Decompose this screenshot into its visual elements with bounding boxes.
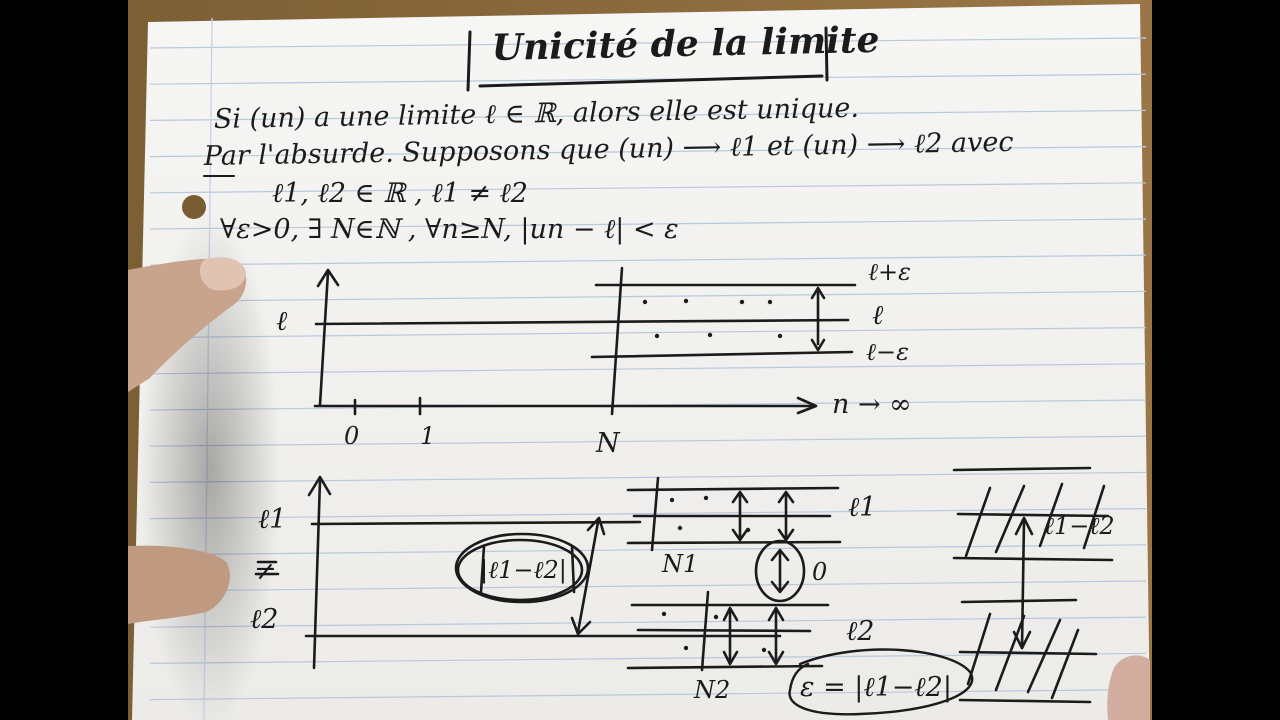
graph-1-upper-band-label: ℓ+ε [868, 258, 911, 286]
ruled-line [149, 327, 1147, 339]
epsilon-choice-loop [788, 648, 974, 716]
pointing-finger [128, 258, 247, 392]
side-gap-label: ℓ1−ℓ2 [1044, 512, 1115, 540]
graph-1-mid-band-label: ℓ [872, 300, 884, 331]
ruled-line [149, 218, 1147, 230]
graph-1-tick-0: 0 [344, 422, 359, 450]
graph-2-sequence-points [661, 495, 767, 653]
graph-2-tick-N2: N2 [693, 676, 730, 704]
ruled-line [149, 37, 1147, 49]
graph-2-overlap-label: 0 [812, 558, 827, 586]
graph-1-axes [313, 266, 857, 416]
graph-2-gap-label: |ℓ1−ℓ2| [480, 556, 567, 585]
graph-2-tick-N1: N1 [661, 550, 698, 578]
ruled-line [149, 109, 1147, 121]
ruled-line [149, 689, 1147, 701]
ruled-line [149, 254, 1147, 266]
ruled-lines [149, 37, 1147, 701]
graph-2-band-l1: ℓ1 [848, 492, 876, 523]
ruled-line [149, 146, 1147, 158]
ruled-line [149, 73, 1147, 85]
ruled-line [149, 182, 1147, 194]
graph-1-tick-N: N [595, 428, 621, 459]
hypothesis-line: ℓ1, ℓ2 ∈ ℝ , ℓ1 ≠ ℓ2 [272, 178, 528, 209]
epsilon-choice: ε = |ℓ1−ℓ2| [800, 672, 952, 703]
graph-1-y-label: ℓ [276, 306, 288, 337]
limit-definition: ∀ε>0, ∃ N∈ℕ , ∀n≥N, |un − ℓ| < ε [220, 214, 679, 245]
ruled-line [149, 508, 1147, 520]
fingernail [199, 257, 246, 291]
graph-1-lower-band-label: ℓ−ε [866, 338, 909, 366]
graph-1-sequence-points [642, 298, 783, 339]
title-box [466, 26, 829, 92]
paper-sheet [132, 4, 1150, 720]
right-thumb [1107, 655, 1150, 720]
graph-1-x-arrow-label: n → ∞ [832, 389, 912, 420]
lower-finger [128, 545, 230, 624]
ruled-line [149, 290, 1147, 302]
side-gap-diagram [952, 466, 1114, 704]
ruled-line [149, 652, 1147, 664]
ruled-line [149, 544, 1147, 556]
graph-2-band-l2: ℓ2 [846, 616, 874, 647]
graph-1-tick-1: 1 [420, 422, 435, 450]
ruled-line [149, 471, 1147, 483]
ruled-line [149, 435, 1147, 447]
graph-2-axes [254, 475, 842, 672]
ruled-line [149, 363, 1147, 375]
page-title: Unicité de la limite [491, 19, 879, 69]
